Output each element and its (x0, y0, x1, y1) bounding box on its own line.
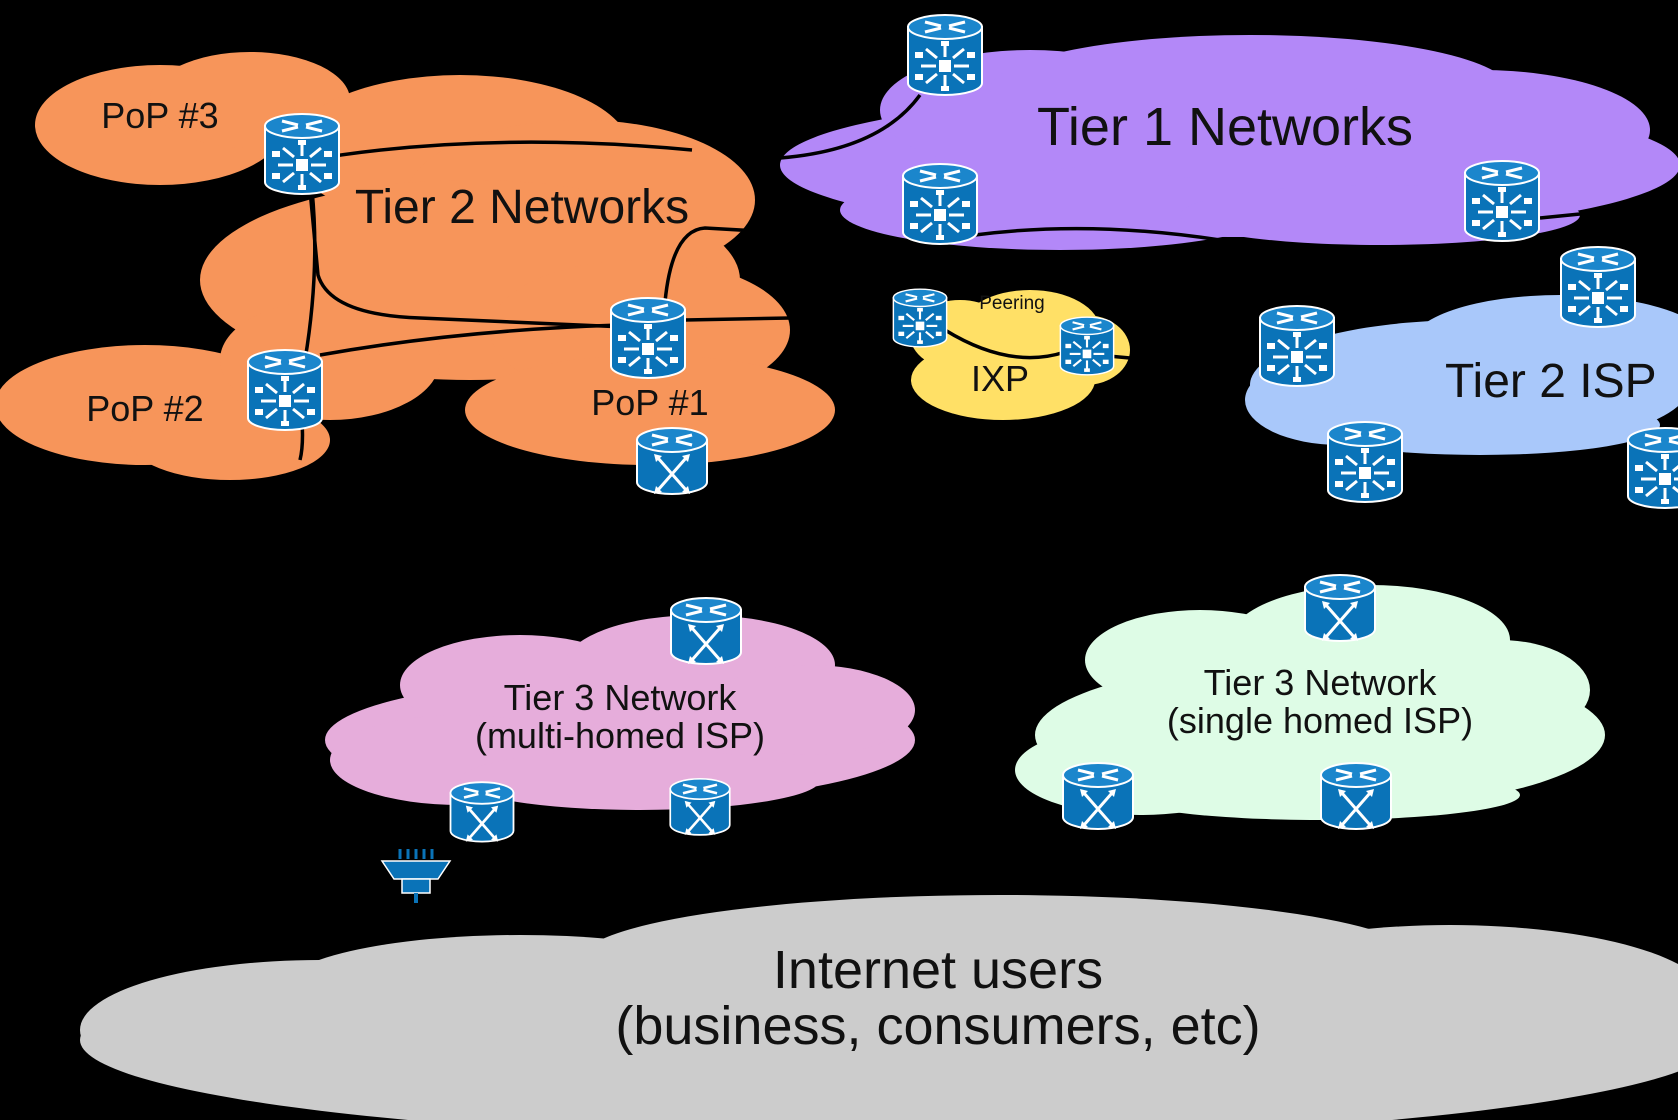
router-icon (668, 777, 732, 837)
link-tier1-left (779, 93, 922, 160)
link-pop1-to-right (684, 316, 791, 322)
core-router-icon (1559, 245, 1637, 329)
core-router-icon (1059, 316, 1115, 376)
core-router-icon (1258, 304, 1336, 388)
tier3-multi-homed-cloud: Tier 3 Network (multi-homed ISP) (325, 615, 915, 810)
ixp-peering-label: Peering (979, 293, 1045, 314)
router-icon (1303, 573, 1377, 643)
link-tier1-bottom (974, 226, 1221, 242)
router-icon (449, 780, 515, 843)
tier3-single-sublabel: (single homed ISP) (1167, 700, 1473, 741)
core-router-icon (1326, 420, 1404, 504)
dsl-modem-icon (380, 847, 452, 905)
router-icon (1061, 761, 1135, 831)
link-pop3-to-tier2 (302, 140, 693, 163)
core-router-icon (246, 348, 324, 432)
internet-users-sublabel: (business, consumers, etc) (615, 996, 1260, 1056)
pop3-label: PoP #3 (101, 95, 218, 136)
core-router-icon (609, 296, 687, 380)
link-pop3-to-pop2 (303, 189, 317, 361)
pop2-label: PoP #2 (86, 388, 203, 429)
router-icon (669, 596, 743, 666)
link-tier1-right (1539, 210, 1601, 220)
core-router-icon (901, 162, 979, 246)
internet-users-cloud: Internet users (business, consumers, etc… (80, 895, 1678, 1120)
core-router-icon (1463, 159, 1541, 243)
network-links (298, 93, 1601, 461)
link-pop3-to-pop1 (308, 189, 649, 330)
link-pop2-to-pop1 (319, 323, 621, 357)
tier3-single-label: Tier 3 Network (1204, 662, 1438, 703)
pop1-label: PoP #1 (591, 382, 708, 423)
tier2-isp-label: Tier 2 ISP (1445, 355, 1657, 408)
core-router-icon (1626, 426, 1678, 510)
tier2-networks-cloud: Tier 2 Networks PoP #3 PoP #2 PoP #1 (0, 52, 835, 480)
ixp-cloud: Peering IXP (910, 290, 1130, 420)
ixp-label: IXP (971, 358, 1029, 399)
core-router-icon (892, 288, 948, 348)
link-pop1-to-tier2-edge (663, 226, 776, 303)
core-router-icon (263, 112, 341, 196)
tier3-multi-label: Tier 3 Network (504, 677, 738, 718)
router-icon (1319, 761, 1393, 831)
tier3-single-homed-cloud: Tier 3 Network (single homed ISP) (1015, 585, 1605, 820)
tier1-networks-label: Tier 1 Networks (1037, 97, 1413, 157)
router-icon (635, 426, 709, 496)
internet-users-label: Internet users (773, 940, 1103, 1000)
core-router-icon (906, 13, 984, 97)
tier2-networks-label: Tier 2 Networks (355, 181, 689, 234)
tier3-multi-sublabel: (multi-homed ISP) (475, 715, 765, 756)
